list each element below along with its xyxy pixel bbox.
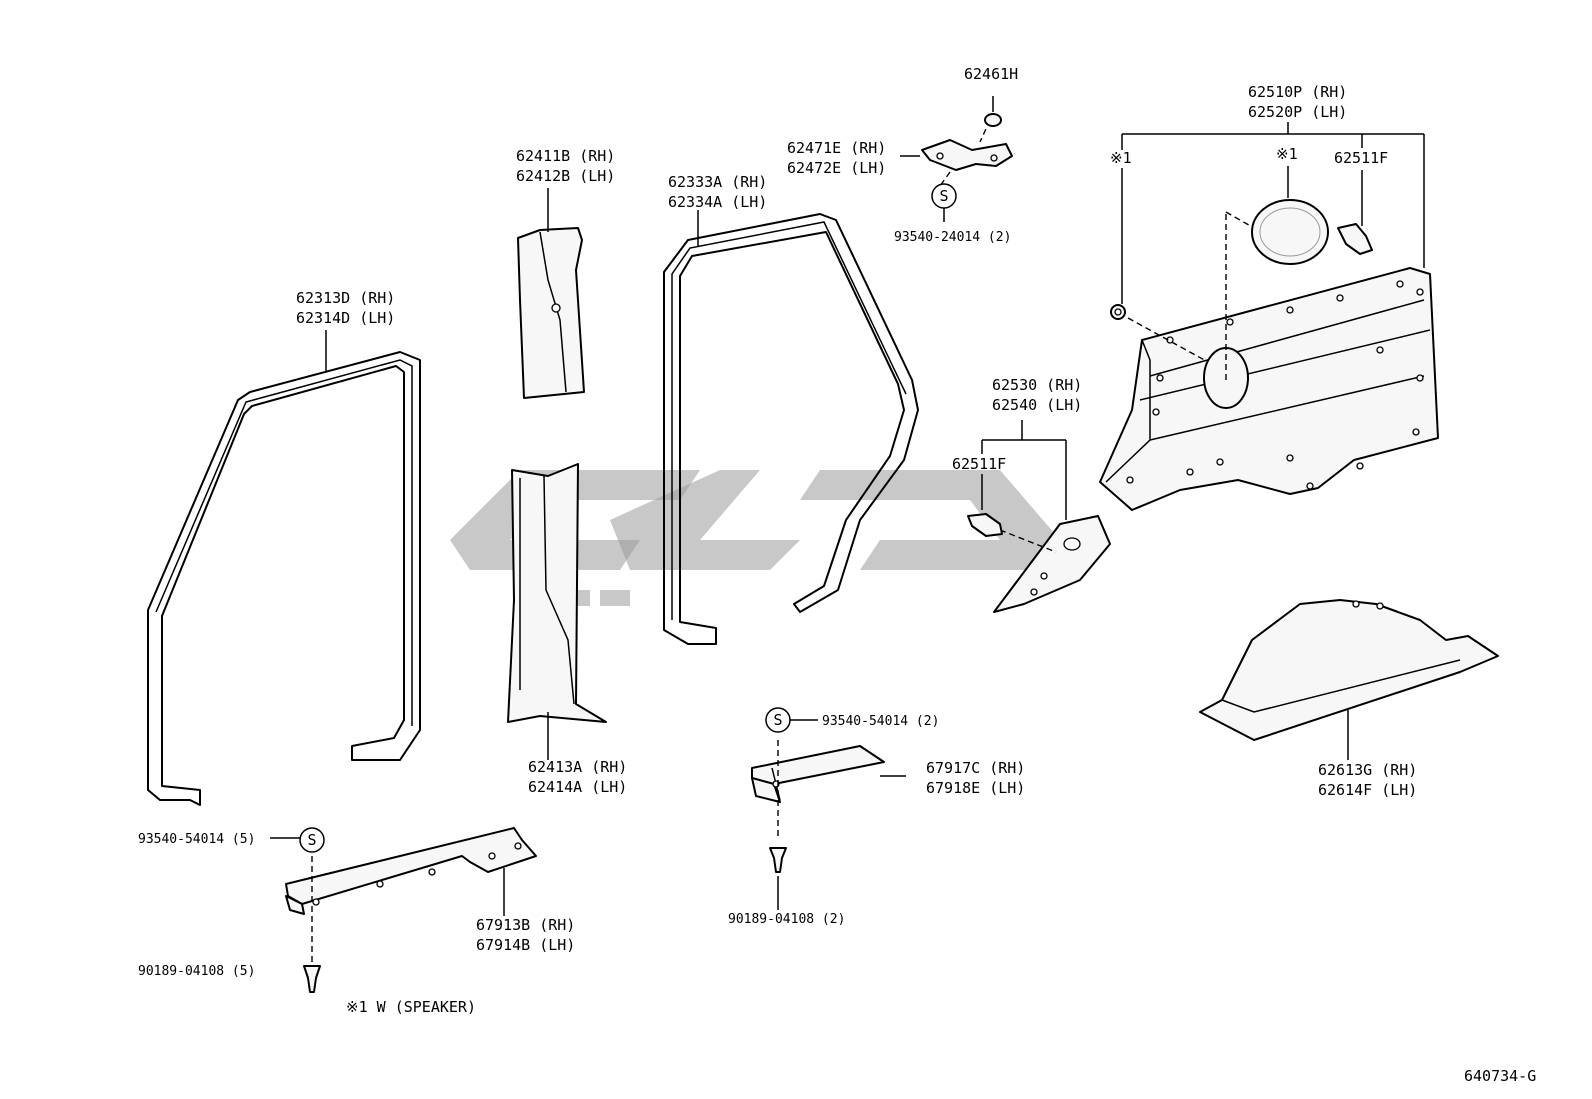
pillar-garnish-lower bbox=[507, 463, 607, 723]
label-62313-lh: 62314D (LH) bbox=[296, 309, 395, 327]
label-62333-rh: 62333A (RH) bbox=[668, 173, 767, 191]
leader-lines bbox=[325, 122, 1425, 916]
label-62530-lh: 62540 (LH) bbox=[992, 396, 1082, 414]
footnote-speaker: ※1 W (SPEAKER) bbox=[346, 998, 476, 1016]
label-62411-rh: 62411B (RH) bbox=[516, 147, 615, 165]
wheelhouse-cover bbox=[1199, 599, 1499, 741]
clip-62511-mid bbox=[967, 513, 1003, 537]
label-93540-24014: 93540-24014 (2) bbox=[894, 230, 1011, 245]
label-90189-2: 90189-04108 (2) bbox=[728, 912, 845, 927]
weatherstrip-front-door bbox=[147, 351, 421, 806]
label-62613-rh: 62613G (RH) bbox=[1318, 761, 1417, 779]
label-62511-top: 62511F bbox=[1334, 149, 1388, 167]
label-note1-left: ※1 bbox=[1110, 149, 1132, 167]
bracket-62471 bbox=[921, 119, 1013, 187]
quarter-trim-panel bbox=[1099, 211, 1439, 511]
label-62471-rh: 62471E (RH) bbox=[787, 139, 886, 157]
label-93540-54014-5: 93540-54014 (5) bbox=[138, 832, 255, 847]
label-67913-rh: 67913B (RH) bbox=[476, 916, 575, 934]
label-62413-lh: 62414A (LH) bbox=[528, 778, 627, 796]
label-note1-right: ※1 bbox=[1276, 145, 1298, 163]
scuff-plate-67913 bbox=[285, 827, 537, 962]
screw-symbol-left: S bbox=[270, 827, 325, 853]
screw-symbol-top: S bbox=[931, 183, 957, 222]
label-62411-lh: 62412B (LH) bbox=[516, 167, 615, 185]
label-67917-lh: 67918E (LH) bbox=[926, 779, 1025, 797]
svg-text:S: S bbox=[307, 831, 316, 849]
label-62510-lh: 62520P (LH) bbox=[1248, 103, 1347, 121]
scuff-plate-67917 bbox=[751, 740, 885, 836]
screw-symbol-mid: S bbox=[765, 707, 818, 733]
label-62413-rh: 62413A (RH) bbox=[528, 758, 627, 776]
svg-text:S: S bbox=[939, 187, 948, 205]
label-93540-54014-2: 93540-54014 (2) bbox=[822, 714, 939, 729]
label-62313-rh: 62313D (RH) bbox=[296, 289, 395, 307]
label-90189-5: 90189-04108 (5) bbox=[138, 964, 255, 979]
clip-62511-top bbox=[1337, 223, 1373, 255]
label-62461: 62461H bbox=[964, 65, 1018, 83]
label-62530-rh: 62530 (RH) bbox=[992, 376, 1082, 394]
svg-text:S: S bbox=[773, 711, 782, 729]
label-67917-rh: 67917C (RH) bbox=[926, 759, 1025, 777]
pillar-garnish-upper bbox=[517, 227, 585, 399]
grommet-note1 bbox=[1110, 304, 1126, 320]
label-62471-lh: 62472E (LH) bbox=[787, 159, 886, 177]
label-62613-lh: 62614F (LH) bbox=[1318, 781, 1417, 799]
label-67913-lh: 67914B (LH) bbox=[476, 936, 575, 954]
label-62510-rh: 62510P (RH) bbox=[1248, 83, 1347, 101]
garnish-62530 bbox=[993, 515, 1111, 613]
weatherstrip-rear-door bbox=[663, 213, 919, 645]
diagram-code: 640734-G bbox=[1464, 1067, 1536, 1085]
speaker-grille bbox=[1251, 199, 1329, 265]
screw-90189-mid bbox=[769, 847, 787, 873]
trim-holes bbox=[1126, 280, 1424, 490]
part-labels: 62461H 62471E (RH) 62472E (LH) 93540-240… bbox=[138, 65, 1536, 1085]
label-62333-lh: 62334A (LH) bbox=[668, 193, 767, 211]
clip-62461 bbox=[984, 96, 1002, 127]
screw-90189-left bbox=[303, 965, 321, 993]
label-62511-mid: 62511F bbox=[952, 455, 1006, 473]
